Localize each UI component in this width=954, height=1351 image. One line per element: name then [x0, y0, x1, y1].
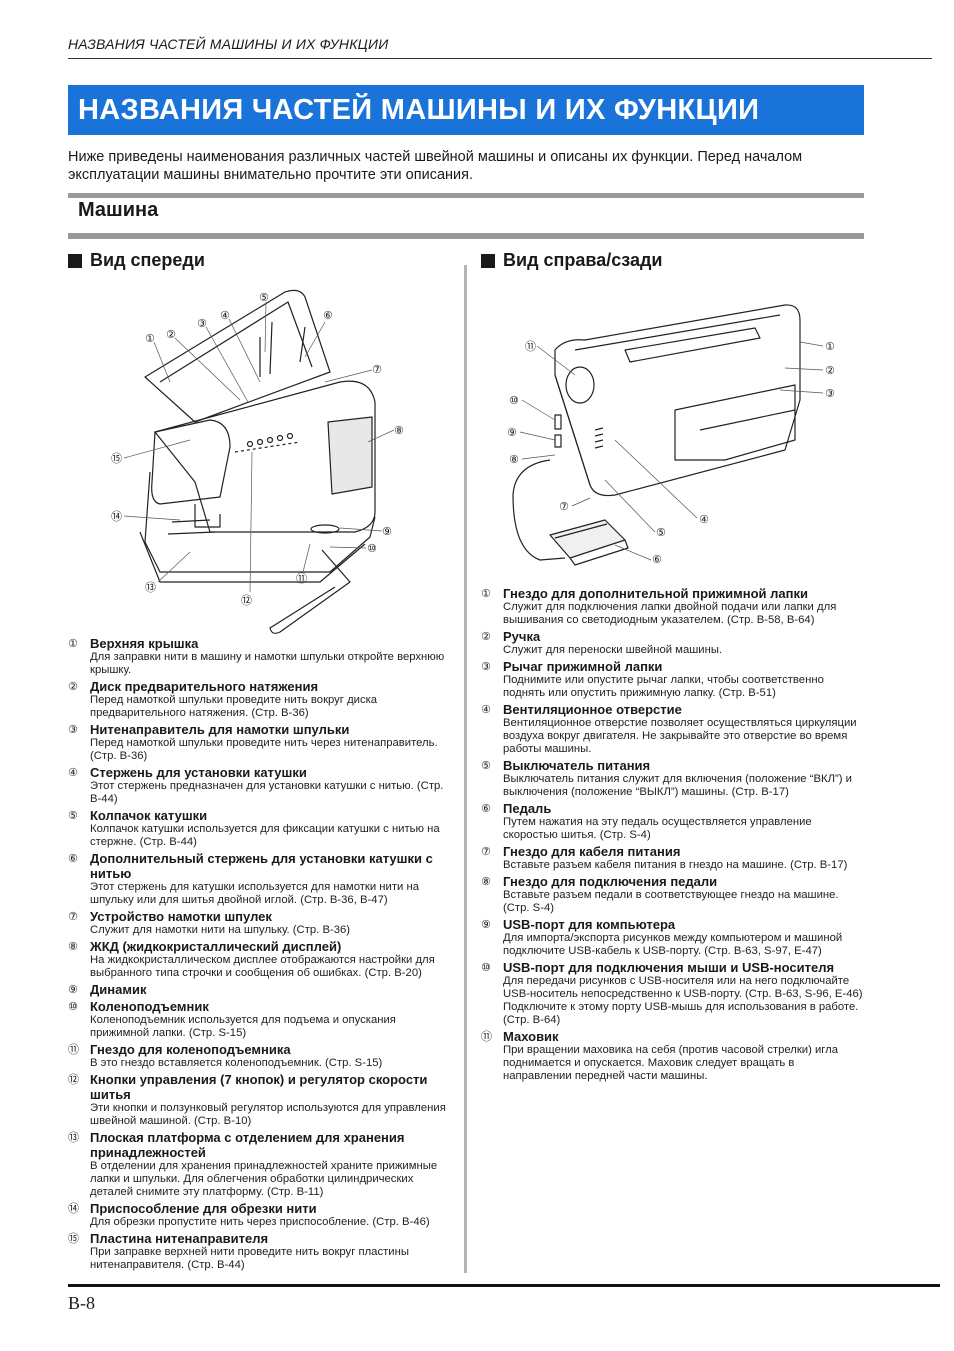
svg-text:①: ①: [145, 332, 155, 345]
svg-text:②: ②: [825, 364, 835, 377]
section-rule-bottom: [68, 233, 864, 239]
svg-text:④: ④: [220, 309, 230, 322]
svg-text:⑭: ⑭: [111, 510, 122, 523]
svg-text:⑦: ⑦: [372, 363, 382, 376]
svg-text:③: ③: [825, 387, 835, 400]
front-view-heading-text: Вид спереди: [90, 250, 205, 270]
svg-text:①: ①: [825, 340, 835, 353]
svg-text:⑨: ⑨: [507, 426, 517, 439]
svg-text:⑬: ⑬: [145, 581, 156, 594]
section-title: Машина: [78, 199, 159, 221]
square-bullet-icon: [68, 253, 82, 268]
side-view-callouts: ① ② ③ ④ ⑤ ⑥ ⑦ ⑧ ⑨ ⑩ ⑪: [507, 340, 835, 566]
side-view-heading: Вид справа/сзади: [481, 250, 662, 271]
header-rule: [68, 58, 932, 59]
page-number: B-8: [68, 1293, 95, 1313]
column-divider: [464, 265, 467, 1273]
section-rule-top: [68, 193, 864, 198]
svg-text:⑩: ⑩: [367, 542, 377, 555]
svg-text:⑥: ⑥: [323, 309, 333, 322]
svg-text:⑫: ⑫: [241, 594, 252, 607]
side-view-illustration: ① ② ③ ④ ⑤ ⑥ ⑦ ⑧ ⑨ ⑩ ⑪: [507, 304, 835, 566]
intro-paragraph: Ниже приведены наименования различных ча…: [68, 149, 803, 183]
footer-rule: [68, 1284, 940, 1287]
svg-text:⑤: ⑤: [656, 526, 666, 539]
front-view-heading: Вид спереди: [68, 250, 205, 271]
svg-text:⑤: ⑤: [259, 291, 269, 304]
svg-text:⑧: ⑧: [394, 424, 404, 437]
svg-text:⑧: ⑧: [509, 453, 519, 466]
svg-text:⑨: ⑨: [382, 525, 392, 538]
square-bullet-icon: [481, 253, 495, 268]
svg-text:⑥: ⑥: [652, 553, 662, 566]
front-view-illustration: ① ② ③ ④ ⑤ ⑥ ⑦ ⑧ ⑨ ⑩ ⑪ ⑫ ⑬ ⑭ ⑮: [111, 289, 404, 634]
svg-text:⑩: ⑩: [509, 394, 519, 407]
svg-text:④: ④: [699, 513, 709, 526]
front-view-callouts: ① ② ③ ④ ⑤ ⑥ ⑦ ⑧ ⑨ ⑩ ⑪ ⑫ ⑬ ⑭ ⑮: [111, 291, 404, 607]
side-view-heading-text: Вид справа/сзади: [503, 250, 663, 270]
svg-text:⑪: ⑪: [296, 572, 307, 585]
svg-text:⑦: ⑦: [559, 500, 569, 513]
svg-text:③: ③: [197, 317, 207, 330]
page-title: НАЗВАНИЯ ЧАСТЕЙ МАШИНЫ И ИХ ФУНКЦИИ: [68, 85, 864, 135]
svg-text:②: ②: [166, 328, 176, 341]
svg-text:⑮: ⑮: [111, 452, 122, 465]
svg-text:⑪: ⑪: [525, 340, 536, 353]
running-head: НАЗВАНИЯ ЧАСТЕЙ МАШИНЫ И ИХ ФУНКЦИИ: [68, 36, 389, 52]
